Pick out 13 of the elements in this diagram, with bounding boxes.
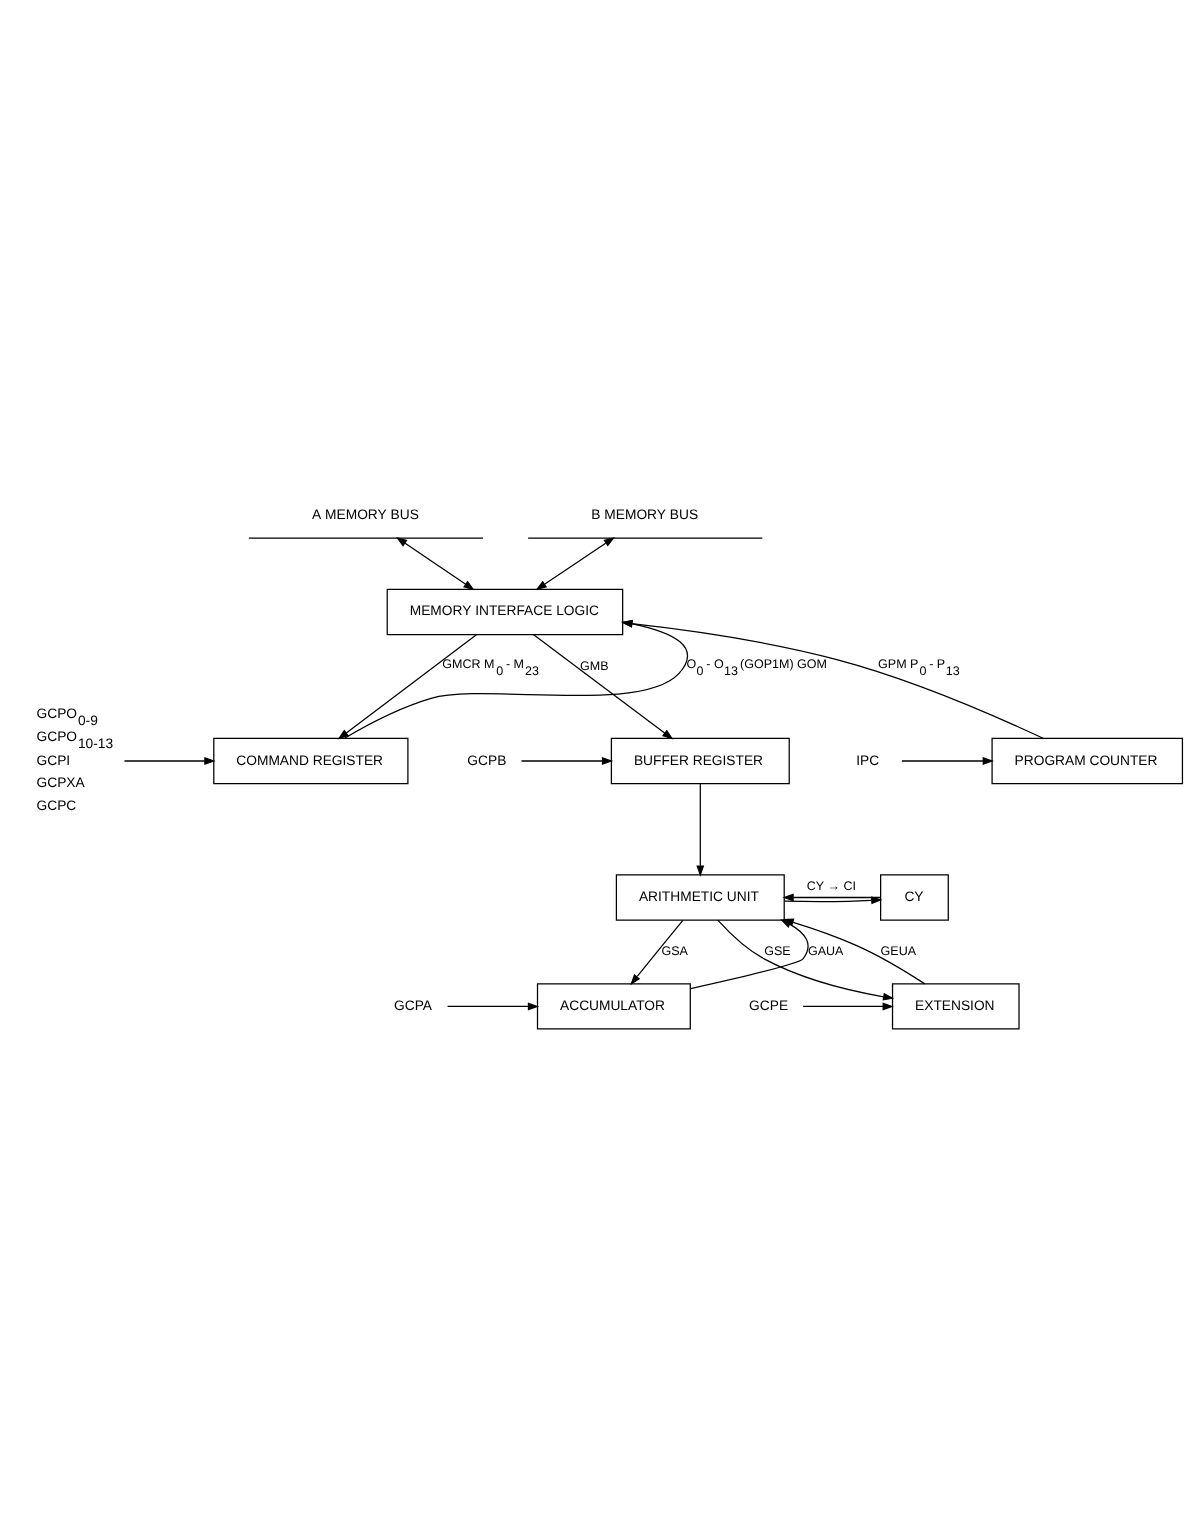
arrow bbox=[783, 896, 883, 905]
arrow bbox=[395, 537, 475, 591]
arrow bbox=[446, 1002, 540, 1011]
arrow bbox=[696, 783, 705, 877]
arrow bbox=[520, 757, 614, 765]
arrow bbox=[535, 537, 615, 591]
arrow bbox=[532, 633, 674, 740]
arrow bbox=[802, 1002, 894, 1011]
arrow bbox=[123, 757, 216, 765]
arrow bbox=[630, 919, 684, 986]
arrow bbox=[901, 757, 994, 765]
arrow bbox=[337, 633, 478, 740]
arrow bbox=[782, 893, 881, 902]
